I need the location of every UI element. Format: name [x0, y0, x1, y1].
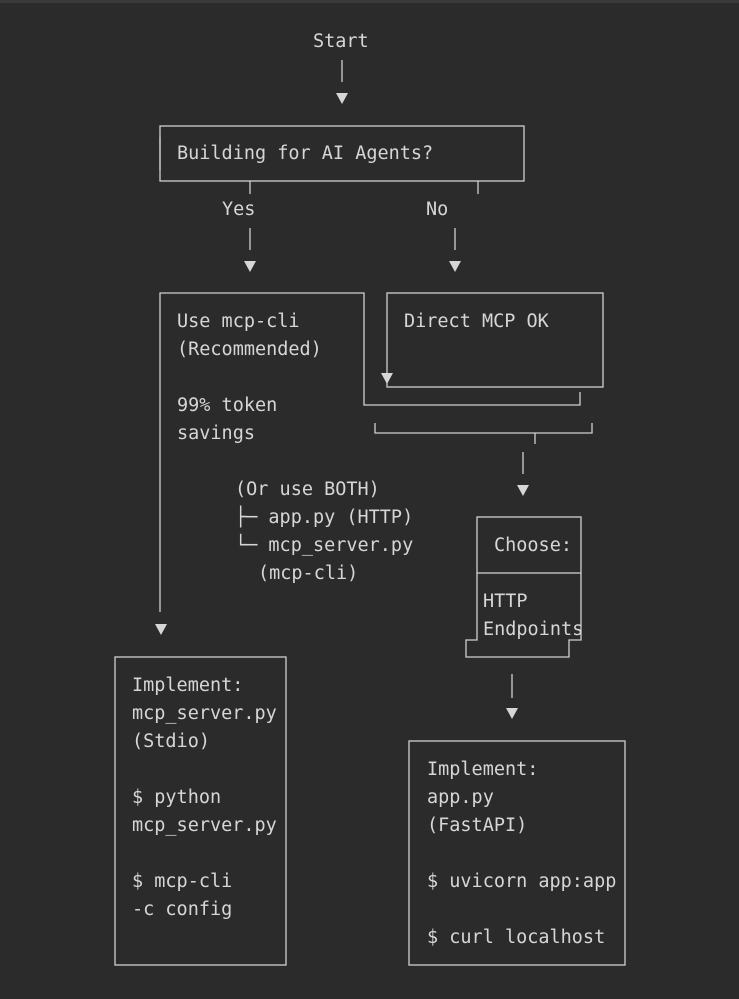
implement-stdio-file: mcp_server.py	[132, 703, 277, 724]
use-cli-recommended: (Recommended)	[177, 339, 322, 360]
implement-stdio-transport: (Stdio)	[132, 731, 210, 752]
implement-http-cmd2: $ curl localhost	[427, 927, 606, 948]
choose-title: Choose:	[494, 535, 572, 556]
direct-mcp-label: Direct MCP OK	[404, 311, 549, 332]
arrow-to-choose	[517, 485, 529, 496]
window-top-edge	[0, 0, 739, 3]
use-cli-savings-label: savings	[177, 423, 255, 444]
arrow-to-implement-stdio	[155, 624, 167, 635]
both-note-server: └─ mcp_server.py	[235, 535, 414, 556]
implement-http-box	[408, 740, 626, 966]
merge-line-lower	[374, 423, 593, 434]
branch-no-label: No	[426, 199, 449, 220]
implement-stdio-title: Implement:	[132, 675, 244, 696]
merge-line-upper	[363, 392, 581, 406]
arrow-to-implement-http	[506, 708, 518, 719]
implement-http-framework: (FastAPI)	[427, 815, 528, 836]
both-note-cli: (mcp-cli)	[258, 563, 359, 584]
arrow-to-question	[336, 93, 348, 104]
choose-box-bottom	[465, 573, 582, 658]
arrow-yes	[244, 261, 256, 272]
start-label: Start	[313, 31, 369, 52]
choose-option-http: HTTP	[483, 591, 528, 612]
implement-stdio-box	[114, 656, 287, 966]
branch-yes-label: Yes	[222, 199, 256, 220]
choose-option-endpoints: Endpoints	[483, 619, 584, 640]
arrow-in-direct-box	[381, 373, 393, 384]
use-cli-title: Use mcp-cli	[177, 311, 300, 332]
use-cli-box	[159, 292, 365, 392]
choose-box-top	[476, 516, 582, 574]
implement-http-cmd1: $ uvicorn app:app	[427, 871, 617, 892]
implement-stdio-cmd1-arg: mcp_server.py	[132, 815, 277, 836]
implement-stdio-cmd1: $ python	[132, 787, 222, 808]
implement-stdio-cmd2-arg: -c config	[132, 899, 233, 920]
arrow-no	[449, 261, 461, 272]
implement-stdio-cmd2: $ mcp-cli	[132, 871, 233, 892]
question-label: Building for AI Agents?	[177, 143, 434, 164]
both-note-title: (Or use BOTH)	[235, 479, 380, 500]
implement-http-title: Implement:	[427, 759, 539, 780]
use-cli-savings-value: 99% token	[177, 395, 278, 416]
implement-http-file: app.py	[427, 787, 494, 808]
direct-mcp-box	[386, 292, 604, 388]
both-note-app: ├─ app.py (HTTP)	[235, 507, 414, 528]
